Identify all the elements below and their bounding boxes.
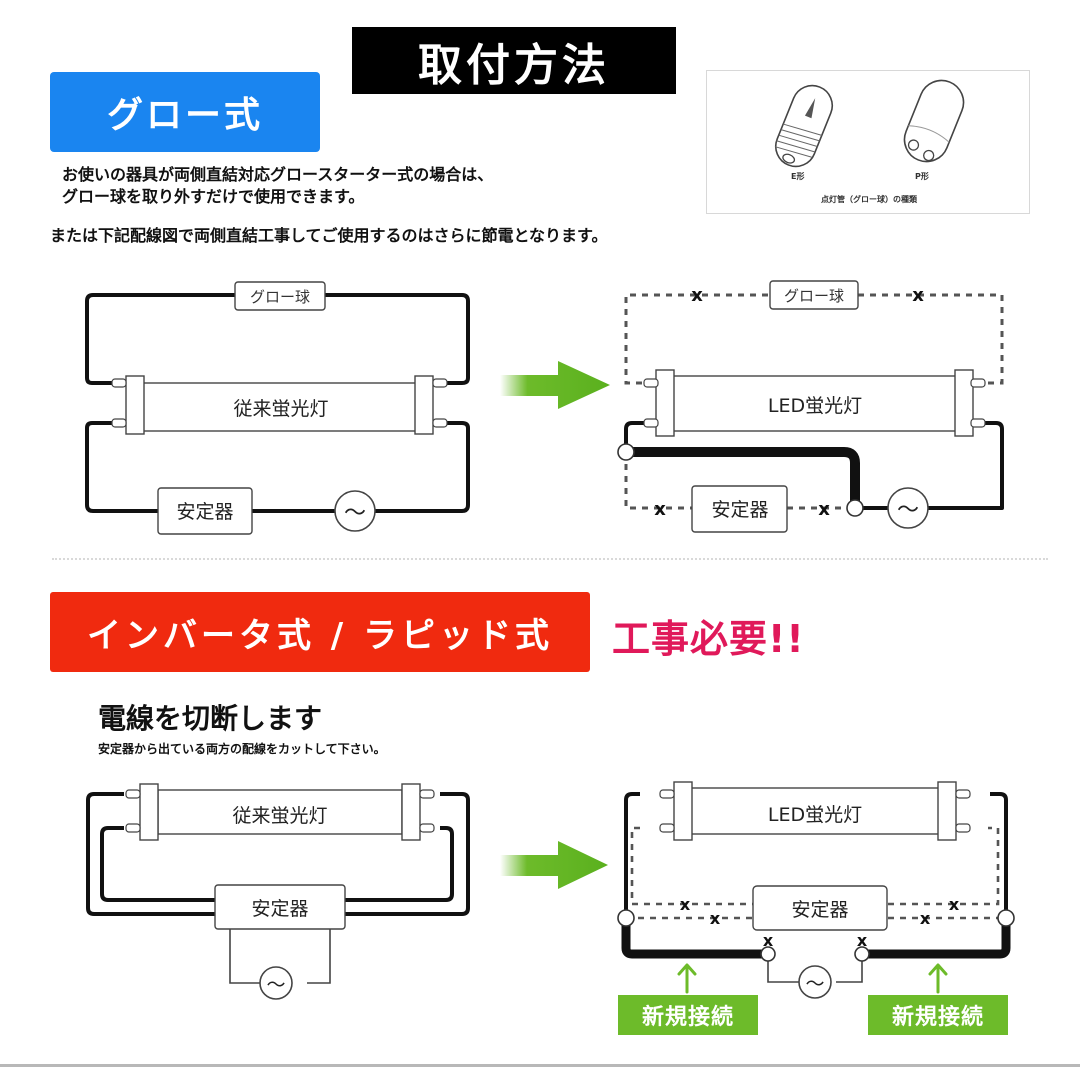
cut-mark-icon: x	[710, 909, 721, 928]
p-type-label: P形	[915, 171, 929, 181]
ac-source-icon	[259, 966, 293, 1000]
ballast-label: 安定器	[176, 501, 233, 523]
tube-cap-right	[954, 369, 974, 437]
page-title: 取付方法	[352, 27, 676, 94]
cut-mark-icon: x	[912, 285, 924, 306]
ac-source-icon	[887, 487, 929, 529]
new-connection-text: 新規接続	[891, 1005, 984, 1030]
cut-mark-icon: x	[654, 499, 666, 520]
glow-bulb-illustration: E形 P形 点灯管（グロー球）の種類	[706, 70, 1030, 214]
e-type-label: E形	[791, 171, 804, 181]
ballast-label: 安定器	[251, 898, 308, 920]
cut-wires-instruction: 安定器から出ている両方の配線をカットして下さい。	[98, 742, 386, 756]
bulb-caption: 点灯管（グロー球）の種類	[821, 194, 918, 204]
inverter-type-label: インバータ式 / ラピッド式	[50, 592, 590, 672]
junction-node	[760, 946, 776, 962]
tube-cap-left	[673, 781, 693, 841]
ac-source-icon	[334, 490, 376, 532]
ballast-label: 安定器	[711, 499, 768, 521]
cut-mark-icon: x	[857, 931, 868, 950]
tube-body	[671, 375, 959, 432]
ballast-label: 安定器	[791, 899, 848, 921]
new-connection-label-left: 新規接続	[618, 995, 758, 1035]
tube-label: LED蛍光灯	[768, 804, 862, 826]
cut-mark-icon: x	[763, 931, 774, 950]
tube-label: LED蛍光灯	[768, 395, 862, 417]
tube-cap-left	[125, 375, 145, 435]
bottom-edge-bar	[0, 1064, 1080, 1067]
ac-symbol: ～	[805, 973, 824, 995]
junction-node	[854, 946, 870, 962]
ballast-box	[214, 884, 346, 930]
junction-node	[617, 909, 635, 927]
glow-bulb-drawing: E形 P形 点灯管（グロー球）の種類	[774, 79, 965, 204]
glow-green-arrow-icon	[500, 361, 610, 409]
new-connection-text: 新規接続	[641, 1005, 734, 1030]
inverter-after-diagram: x x x x x x LED蛍光灯 安定器 ～	[617, 781, 1015, 999]
glow-starter-label: グロー球	[250, 288, 310, 306]
glow-type-label: グロー式	[50, 72, 320, 152]
ballast-box	[157, 487, 253, 535]
tube-cap-left	[139, 783, 159, 841]
ballast-box	[752, 885, 888, 931]
glow-description-line3: または下記配線図で両側直結工事してご使用するのはさらに節電となります。	[50, 226, 608, 245]
junction-node	[617, 443, 635, 461]
glow-after-diagram: x x x x LED蛍光灯 グロー球 安定器 ～	[617, 280, 1004, 533]
junction-node	[846, 499, 864, 517]
ac-symbol: ～	[266, 974, 285, 996]
cut-mark-icon: x	[949, 895, 960, 914]
inverter-before-diagram: 従来蛍光灯 安定器 ～	[86, 783, 470, 1000]
new-connection-label-right: 新規接続	[868, 995, 1008, 1035]
glow-type-label-text: グロー式	[106, 95, 263, 136]
tube-cap-right	[401, 783, 421, 841]
glow-starter-box	[769, 280, 859, 310]
tube-cap-right	[937, 781, 957, 841]
ac-symbol: ～	[344, 501, 366, 526]
e-type-bulb-icon	[774, 84, 834, 168]
ac-symbol: ～	[897, 498, 919, 523]
glow-description-line2: グロー球を取り外すだけで使用できます。	[62, 187, 365, 206]
inverter-green-arrow-icon	[500, 841, 608, 889]
glow-starter-label: グロー球	[784, 287, 844, 305]
cut-mark-icon: x	[818, 499, 830, 520]
tube-body	[689, 787, 941, 835]
page-title-text: 取付方法	[418, 39, 610, 91]
p-type-bulb-icon	[903, 79, 965, 163]
cut-wires-heading: 電線を切断します	[98, 702, 323, 735]
glow-description-line1: お使いの器具が両側直結対応グロースターター式の場合は、	[62, 165, 494, 184]
glow-before-diagram: 従来蛍光灯 グロー球 安定器 ～	[85, 281, 470, 535]
new-connection-arrow-icon	[677, 963, 697, 994]
ballast-box	[691, 485, 788, 533]
tube-cap-right	[414, 375, 434, 435]
section-divider	[52, 558, 1048, 560]
glow-description: お使いの器具が両側直結対応グロースターター式の場合は、 グロー球を取り外すだけで…	[62, 164, 493, 208]
ac-source-icon	[798, 965, 832, 999]
new-connection-arrow-icon	[928, 963, 948, 994]
cut-mark-icon: x	[691, 285, 703, 306]
cut-mark-icon: x	[920, 909, 931, 928]
tube-label: 従来蛍光灯	[232, 805, 327, 827]
construction-required-warning: 工事必要!!	[612, 617, 805, 661]
junction-node	[997, 909, 1015, 927]
tube-cap-left	[655, 369, 675, 437]
inverter-type-label-text: インバータ式 / ラピッド式	[86, 615, 554, 656]
cut-mark-icon: x	[680, 895, 691, 914]
tube-label: 従来蛍光灯	[233, 398, 328, 420]
glow-starter-box	[234, 281, 326, 311]
